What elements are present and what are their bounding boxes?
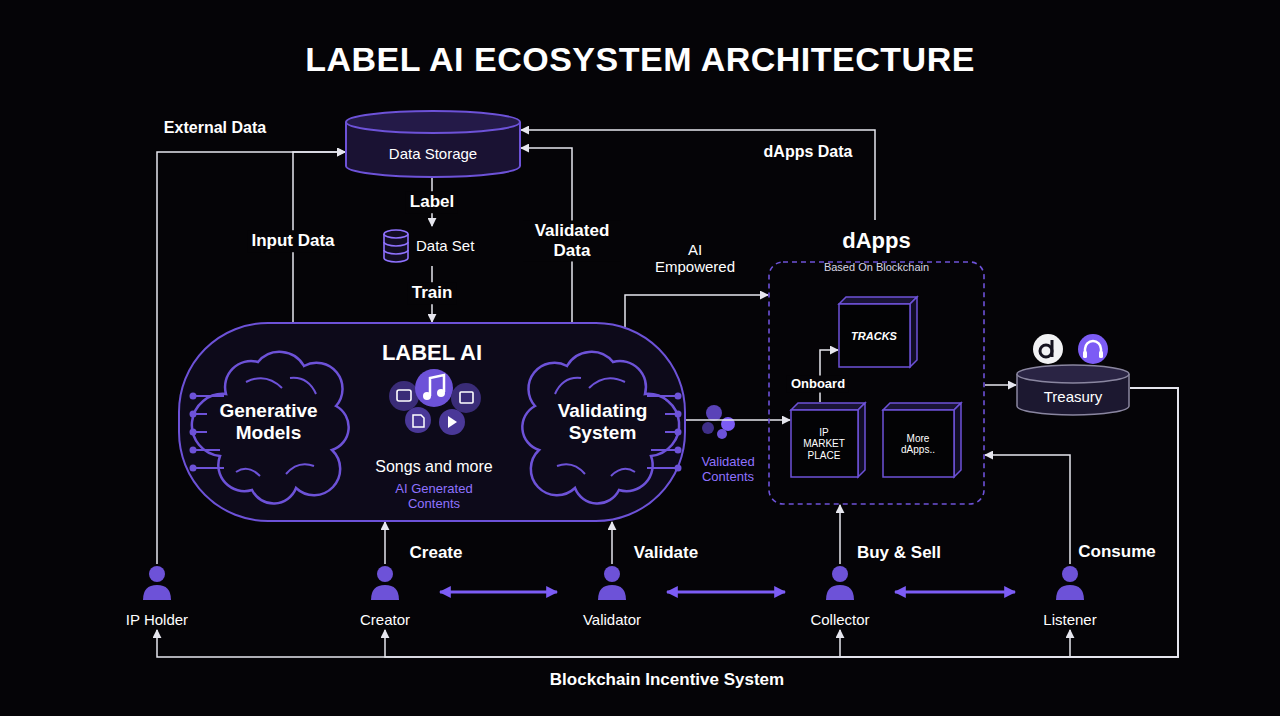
actor: Listener bbox=[1015, 564, 1125, 630]
edge-label: Consume bbox=[1078, 542, 1155, 562]
dapp-cube: TRACKS bbox=[838, 296, 918, 368]
edge-label: Onboard bbox=[787, 376, 849, 393]
label-ai-core: LABEL AI Generative ModelsSongs and moreA… bbox=[178, 322, 686, 522]
double-arrow bbox=[440, 591, 557, 594]
dapp-cube: More dApps.. bbox=[882, 402, 962, 478]
flow-connector bbox=[625, 295, 768, 327]
text-holder: Songs and more AI Generated Contents bbox=[368, 366, 500, 514]
node-label: Generative Models bbox=[207, 400, 331, 444]
text-holder: More dApps.. bbox=[882, 402, 962, 478]
brain-node: Validating System bbox=[520, 332, 685, 512]
text-holder: Treasury bbox=[1016, 364, 1130, 416]
edge-label: Train bbox=[408, 282, 457, 304]
text-holder: Listener bbox=[1015, 564, 1125, 630]
edge-label: External Data bbox=[164, 119, 266, 137]
brain-node: Generative Models bbox=[186, 332, 351, 512]
text-holder: Validating System bbox=[520, 332, 685, 512]
text-holder: TRACKS bbox=[838, 296, 918, 368]
region-heading: dApps bbox=[842, 228, 910, 253]
text-holder: Data Set bbox=[380, 226, 496, 266]
diagram-title: LABEL AI ECOSYSTEM ARCHITECTURE bbox=[0, 40, 1280, 79]
storage-cylinder: Data Storage bbox=[345, 110, 521, 178]
actor: IP Holder bbox=[102, 564, 212, 630]
flow-connector bbox=[521, 130, 875, 220]
text-holder: Validator bbox=[557, 564, 667, 630]
actor: Collector bbox=[785, 564, 895, 630]
footer-label: Blockchain Incentive System bbox=[550, 670, 784, 690]
flow-connector bbox=[384, 522, 386, 564]
actor-label: Listener bbox=[1043, 611, 1096, 628]
flow-connector bbox=[985, 455, 1070, 564]
text-holder: Generative Models bbox=[186, 332, 351, 512]
region-subheading: Based On Blockchain bbox=[824, 261, 929, 274]
actor-label: Creator bbox=[360, 611, 410, 628]
edge-label: Create bbox=[410, 543, 463, 563]
edge-label: Buy & Sell bbox=[857, 543, 941, 563]
edge-label: Validate bbox=[634, 543, 698, 563]
node-label: IP MARKET PLACE bbox=[799, 427, 849, 462]
node-label: Data Storage bbox=[389, 145, 477, 162]
actor: Validator bbox=[557, 564, 667, 630]
flow-connector bbox=[840, 388, 1178, 657]
actor-label: Validator bbox=[583, 611, 641, 628]
node-label: Validating System bbox=[541, 400, 665, 444]
content-dots bbox=[702, 405, 735, 439]
double-arrow bbox=[895, 591, 1015, 594]
content-cluster: Songs and more AI Generated Contents bbox=[368, 366, 500, 514]
double-arrow bbox=[667, 591, 785, 594]
node-label: TRACKS bbox=[851, 330, 897, 343]
edge-label: Validated Contents bbox=[688, 455, 768, 485]
node-label: Treasury bbox=[1044, 388, 1103, 405]
dapps-region: dAppsBased On BlockchainTRACKS IP MARKET … bbox=[768, 220, 985, 505]
flow-connector bbox=[685, 419, 790, 421]
text-holder: Collector bbox=[785, 564, 895, 630]
text-holder: Data Storage bbox=[345, 110, 521, 178]
flow-connector bbox=[611, 522, 613, 564]
node-label: Songs and more bbox=[375, 458, 492, 476]
flow-connector bbox=[985, 384, 1016, 386]
node-sublabel: AI Generated Contents bbox=[384, 482, 484, 512]
node-label: Data Set bbox=[416, 237, 474, 254]
core-title: LABEL AI bbox=[382, 340, 482, 365]
text-holder: Creator bbox=[330, 564, 440, 630]
actor-label: IP Holder bbox=[126, 611, 188, 628]
flow-connector bbox=[839, 505, 841, 564]
text-holder: IP MARKET PLACE bbox=[790, 402, 866, 478]
text-holder: IP Holder bbox=[102, 564, 212, 630]
dataset-node: Data Set bbox=[380, 226, 496, 266]
cylinder-shape bbox=[345, 110, 521, 178]
node-label: More dApps.. bbox=[893, 433, 943, 456]
edge-label: dApps Data bbox=[764, 143, 853, 161]
edge-label: Input Data bbox=[247, 230, 338, 252]
treasury-cylinder: Treasury bbox=[1016, 364, 1130, 416]
actor: Creator bbox=[330, 564, 440, 630]
actor-label: Collector bbox=[810, 611, 869, 628]
edge-label: Label bbox=[406, 191, 458, 213]
treasury-icons bbox=[1033, 334, 1108, 364]
edge-label: AI Empowered bbox=[650, 241, 740, 276]
dapp-cube: IP MARKET PLACE bbox=[790, 402, 866, 478]
edge-label: Validated Data bbox=[523, 220, 621, 261]
